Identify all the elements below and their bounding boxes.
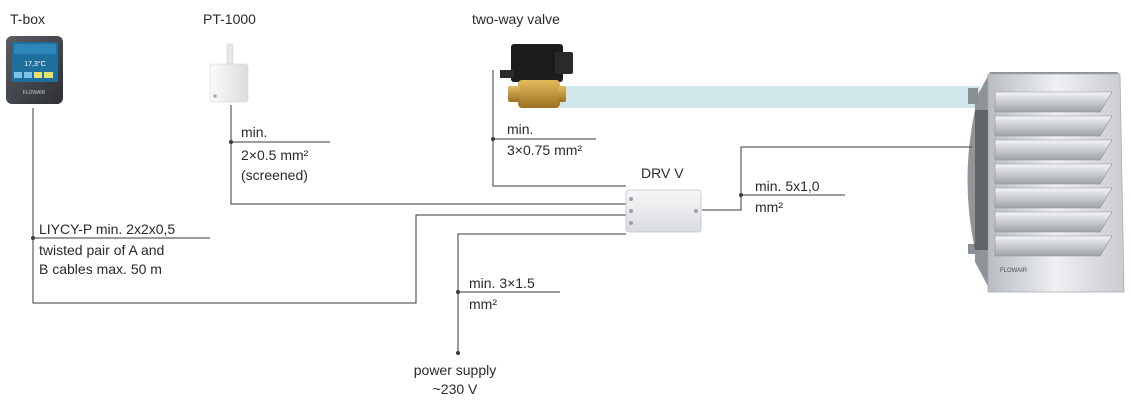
cable-label-heater: min. 5x1,0 mm² bbox=[739, 178, 845, 215]
wires bbox=[32, 70, 972, 353]
temperature-sensor-icon bbox=[209, 43, 249, 103]
water-pipe bbox=[560, 86, 980, 108]
sensor-cable-line3: (screened) bbox=[241, 167, 308, 183]
heater-logo: FLOWAIR bbox=[1000, 268, 1028, 274]
tbox-logo: FLOWAIR bbox=[23, 90, 46, 96]
controller-icon: 17,3°C FLOWAIR bbox=[6, 36, 63, 104]
sensor-cable-line1: min. bbox=[241, 124, 267, 140]
cable-label-power: min. 3×1.5 mm² bbox=[456, 275, 560, 312]
valve-title: two-way valve bbox=[472, 11, 560, 27]
cable-label-tbox: LIYCY-P min. 2x2x0,5 twisted pair of A a… bbox=[31, 221, 210, 277]
power-supply-line2: ~230 V bbox=[433, 381, 478, 397]
junction-box-icon bbox=[625, 189, 702, 233]
air-heater-icon: FLOWAIR bbox=[967, 72, 1125, 293]
valve-cable-line1: min. bbox=[507, 121, 533, 137]
heater-cable-line1: min. 5x1,0 bbox=[755, 178, 820, 194]
tbox-cable-line1: LIYCY-P min. 2x2x0,5 bbox=[39, 221, 175, 237]
heater-louvers bbox=[994, 91, 1113, 257]
tbox-screen-value: 17,3°C bbox=[24, 60, 45, 68]
cable-label-sensor: min. 2×0.5 mm² (screened) bbox=[229, 124, 330, 183]
drv-title: DRV V bbox=[641, 165, 684, 181]
power-supply-line1: power supply bbox=[414, 362, 497, 378]
heater-cable-line2: mm² bbox=[755, 199, 783, 215]
cable-label-valve: min. 3×0.75 mm² bbox=[491, 121, 596, 158]
valve-icon bbox=[500, 44, 573, 108]
sensor-cable-line2: 2×0.5 mm² bbox=[241, 147, 309, 163]
tbox-title: T-box bbox=[10, 11, 45, 27]
tbox-cable-line3: B cables max. 50 m bbox=[39, 261, 162, 277]
power-cable-line1: min. 3×1.5 bbox=[469, 275, 535, 291]
tbox-cable-line2: twisted pair of A and bbox=[39, 242, 164, 258]
valve-cable-line2: 3×0.75 mm² bbox=[507, 142, 582, 158]
power-cable-line2: mm² bbox=[469, 296, 497, 312]
pt1000-title: PT-1000 bbox=[203, 11, 256, 27]
